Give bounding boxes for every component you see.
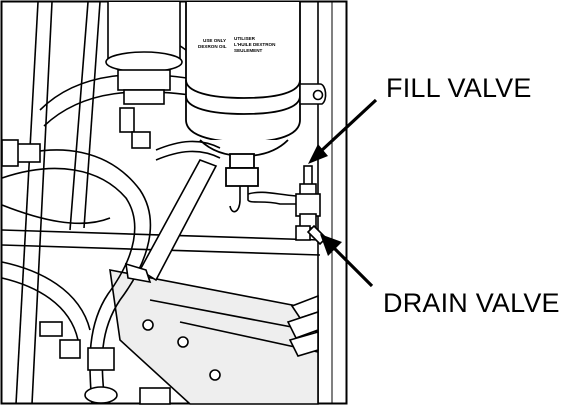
filter-canister	[185, 2, 301, 187]
left-fittings	[1, 139, 41, 167]
filter-label-left-1: USE ONLY	[203, 38, 226, 43]
fill-valve-arrow	[308, 98, 378, 164]
filter-label-left-2: DEXRON OIL	[198, 44, 227, 49]
floor-bracket	[286, 294, 319, 357]
filter-label-right-1: UTILISER	[234, 36, 256, 41]
fuel-line	[155, 140, 297, 213]
fill-valve-label: FILL VALVE	[386, 73, 532, 103]
floor-plate	[109, 269, 319, 405]
drain-valve-label: DRAIN VALVE	[383, 288, 560, 318]
center-hose	[125, 159, 218, 284]
filter-label: USE ONLY DEXRON OIL UTILISER L'HUILE DEX…	[198, 36, 276, 53]
drain-valve-arrow	[320, 234, 374, 288]
filter-label-right-3: SEULEMENT	[234, 48, 263, 53]
drain-valve	[295, 213, 328, 246]
left-canister	[105, 2, 183, 149]
filter-label-right-2: L'HUILE DEXTRON	[234, 42, 276, 47]
mounting-bracket	[299, 83, 327, 105]
bottom-fittings	[39, 321, 171, 405]
